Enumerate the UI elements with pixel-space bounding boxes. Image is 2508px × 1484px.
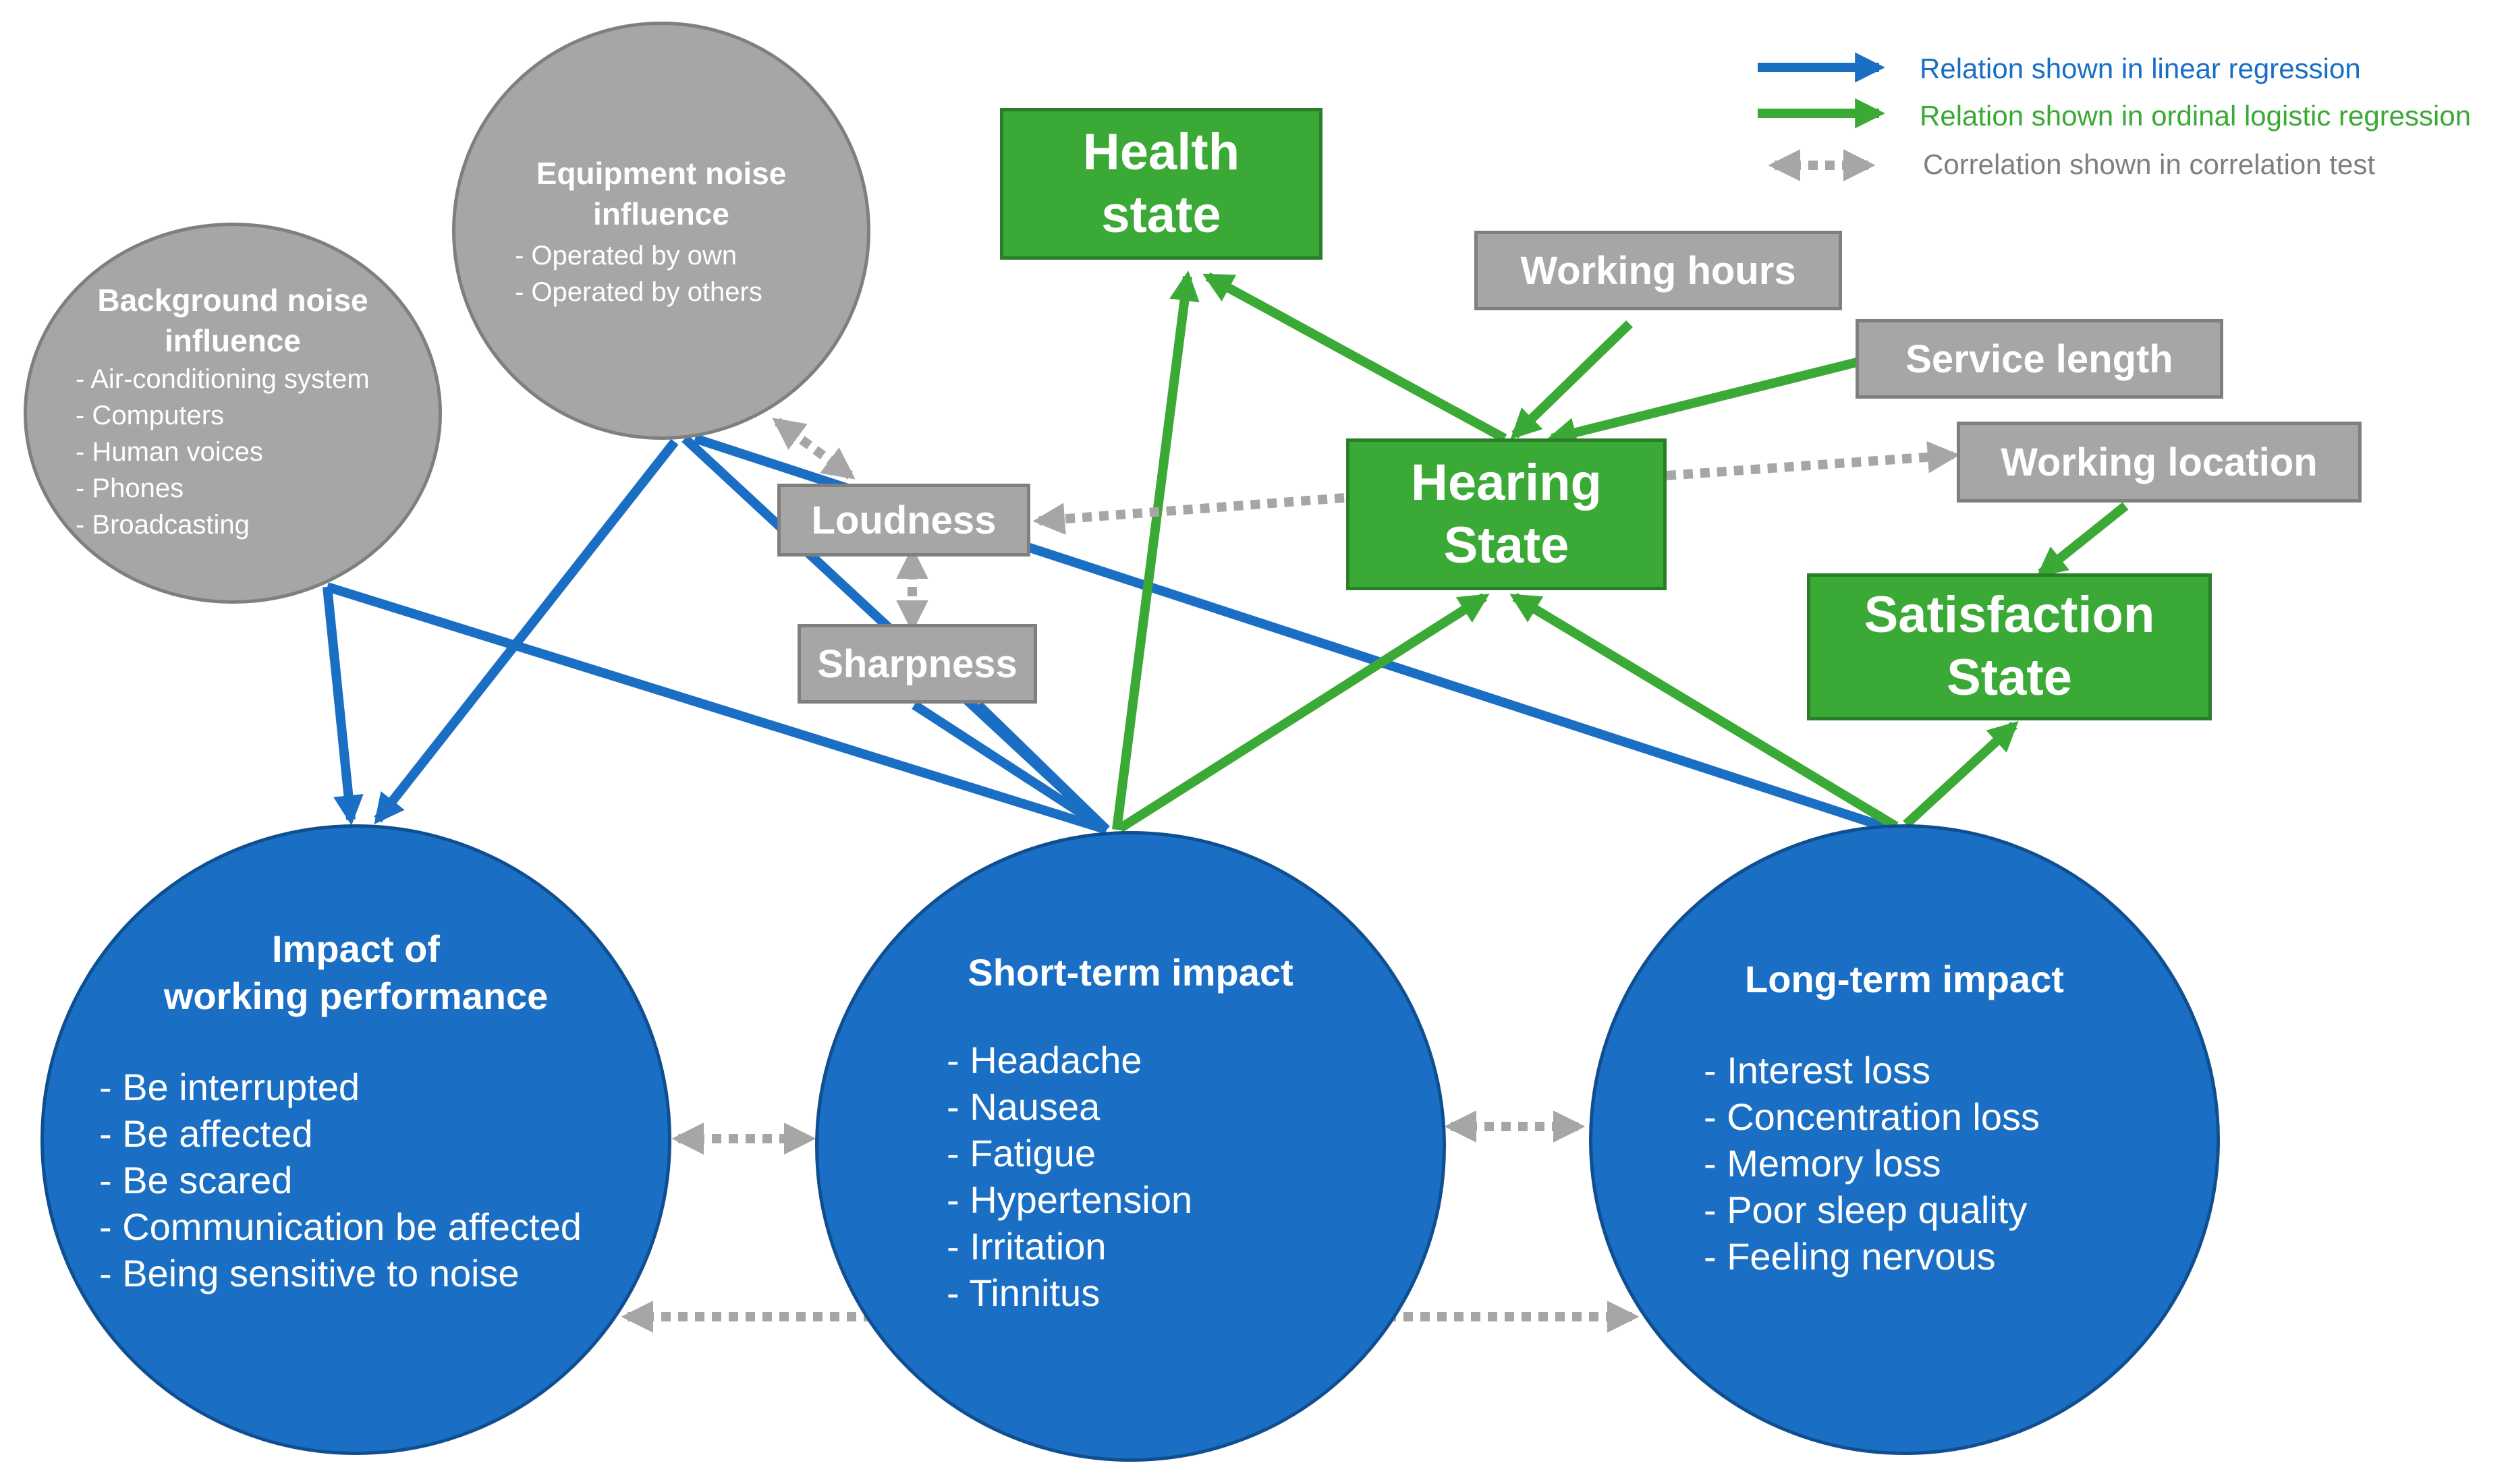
satisfaction-state-box: Satisfaction State	[1807, 573, 2212, 720]
edge-sharpness-to-short-b	[975, 701, 1110, 834]
edge-short-to-health	[1112, 270, 1200, 830]
edge-hearing-to-health	[1202, 272, 1507, 443]
hearing-state-box: Hearing State	[1346, 438, 1667, 590]
edge-sharpness-to-short-a	[912, 701, 1109, 834]
health-state-box: Health state	[1000, 108, 1322, 260]
background-noise-title-line1: Background noise	[97, 283, 368, 318]
list-item: - Human voices	[76, 437, 263, 467]
edge-long-to-satisfaction	[1903, 720, 2019, 828]
list-item: - Fatigue	[947, 1132, 1096, 1174]
satisfaction-state-line1: Satisfaction	[1864, 586, 2155, 644]
health-state-line2: state	[1101, 186, 1221, 244]
short-term-list: - Headache - Nausea - Fatigue - Hyperten…	[947, 1037, 1192, 1316]
short-term-impact-node: Short-term impact - Headache - Nausea - …	[815, 831, 1446, 1462]
list-item: - Be affected	[99, 1112, 313, 1155]
equipment-noise-node: Equipment noise influence - Operated by …	[452, 22, 870, 440]
background-noise-title: Background noise influence	[27, 280, 439, 361]
edge-background-to-working	[323, 586, 364, 826]
list-item: - Be scared	[99, 1159, 293, 1201]
list-item: - Broadcasting	[76, 510, 250, 540]
list-item: - Headache	[947, 1039, 1142, 1081]
short-term-title: Short-term impact	[968, 951, 1293, 994]
legend-ordinal-label: Relation shown in ordinal logistic regre…	[1920, 100, 2472, 132]
list-item: - Air-conditioning system	[76, 364, 370, 394]
equipment-noise-title-line1: Equipment noise	[536, 156, 787, 191]
edge-long-to-hearing	[1509, 593, 1899, 830]
equipment-noise-title: Equipment noise influence	[455, 153, 867, 234]
edge-background-to-short	[325, 582, 1109, 834]
list-item: - Phones	[76, 474, 184, 503]
health-state-line1: Health	[1082, 123, 1240, 181]
corr-hearing-loudness	[1032, 493, 1345, 535]
equipment-noise-title-line2: influence	[593, 196, 729, 231]
working-performance-impact-node: Impact of working performance - Be inter…	[40, 824, 671, 1455]
legend-correlation-label: Correlation shown in correlation test	[1923, 148, 2375, 180]
list-item: - Interest loss	[1704, 1049, 1931, 1091]
list-item: - Operated by own	[515, 241, 737, 270]
list-item: - Operated by others	[515, 277, 762, 307]
list-item: - Be interrupted	[99, 1066, 360, 1108]
long-term-title: Long-term impact	[1745, 958, 2064, 1000]
list-item: - Computers	[76, 401, 225, 430]
edge-location-to-satisfaction	[2036, 502, 2129, 577]
working-performance-title: Impact of working performance	[44, 925, 668, 1020]
hearing-state-line2: State	[1443, 516, 1569, 574]
satisfaction-state-line2: State	[1947, 649, 2072, 706]
edge-short-to-hearing	[1117, 593, 1490, 832]
list-item: - Concentration loss	[1704, 1095, 2040, 1138]
corr-equipment-loudness	[772, 418, 856, 480]
list-item: - Nausea	[947, 1085, 1100, 1128]
legend-linear-label: Relation shown in linear regression	[1920, 53, 2361, 84]
list-item: - Communication be affected	[99, 1205, 582, 1248]
list-item: - Hypertension	[947, 1178, 1193, 1221]
service-length-box: Service length	[1856, 319, 2223, 399]
sharpness-box: Sharpness	[798, 624, 1037, 704]
hearing-state-line1: Hearing	[1411, 453, 1602, 511]
working-performance-list: - Be interrupted - Be affected - Be scar…	[99, 1064, 582, 1296]
working-performance-title-line1: Impact of	[272, 928, 440, 970]
equipment-noise-list: - Operated by own - Operated by others	[515, 237, 762, 310]
list-item: - Memory loss	[1704, 1142, 1941, 1185]
working-location-box: Working location	[1957, 422, 2362, 503]
edge-servicelength-to-hearing	[1546, 356, 1864, 448]
working-performance-title-line2: working performance	[163, 975, 549, 1017]
background-noise-title-line2: influence	[165, 323, 301, 358]
edge-workinghours-to-hearing	[1510, 320, 1633, 440]
list-item: - Being sensitive to noise	[99, 1252, 520, 1294]
list-item: - Irritation	[947, 1225, 1107, 1267]
long-term-list: - Interest loss - Concentration loss - M…	[1704, 1047, 2040, 1280]
working-hours-box: Working hours	[1474, 231, 1842, 310]
list-item: - Poor sleep quality	[1704, 1189, 2028, 1231]
background-noise-list: - Air-conditioning system - Computers - …	[76, 361, 370, 543]
long-term-impact-node: Long-term impact - Interest loss - Conce…	[1589, 824, 2220, 1455]
list-item: - Feeling nervous	[1704, 1235, 1996, 1278]
loudness-box: Loudness	[777, 484, 1030, 556]
list-item: - Tinnitus	[947, 1272, 1100, 1314]
edge-equipment-to-working	[374, 438, 679, 825]
corr-hearing-location	[1666, 440, 1960, 480]
background-noise-node: Background noise influence - Air-conditi…	[24, 223, 442, 604]
